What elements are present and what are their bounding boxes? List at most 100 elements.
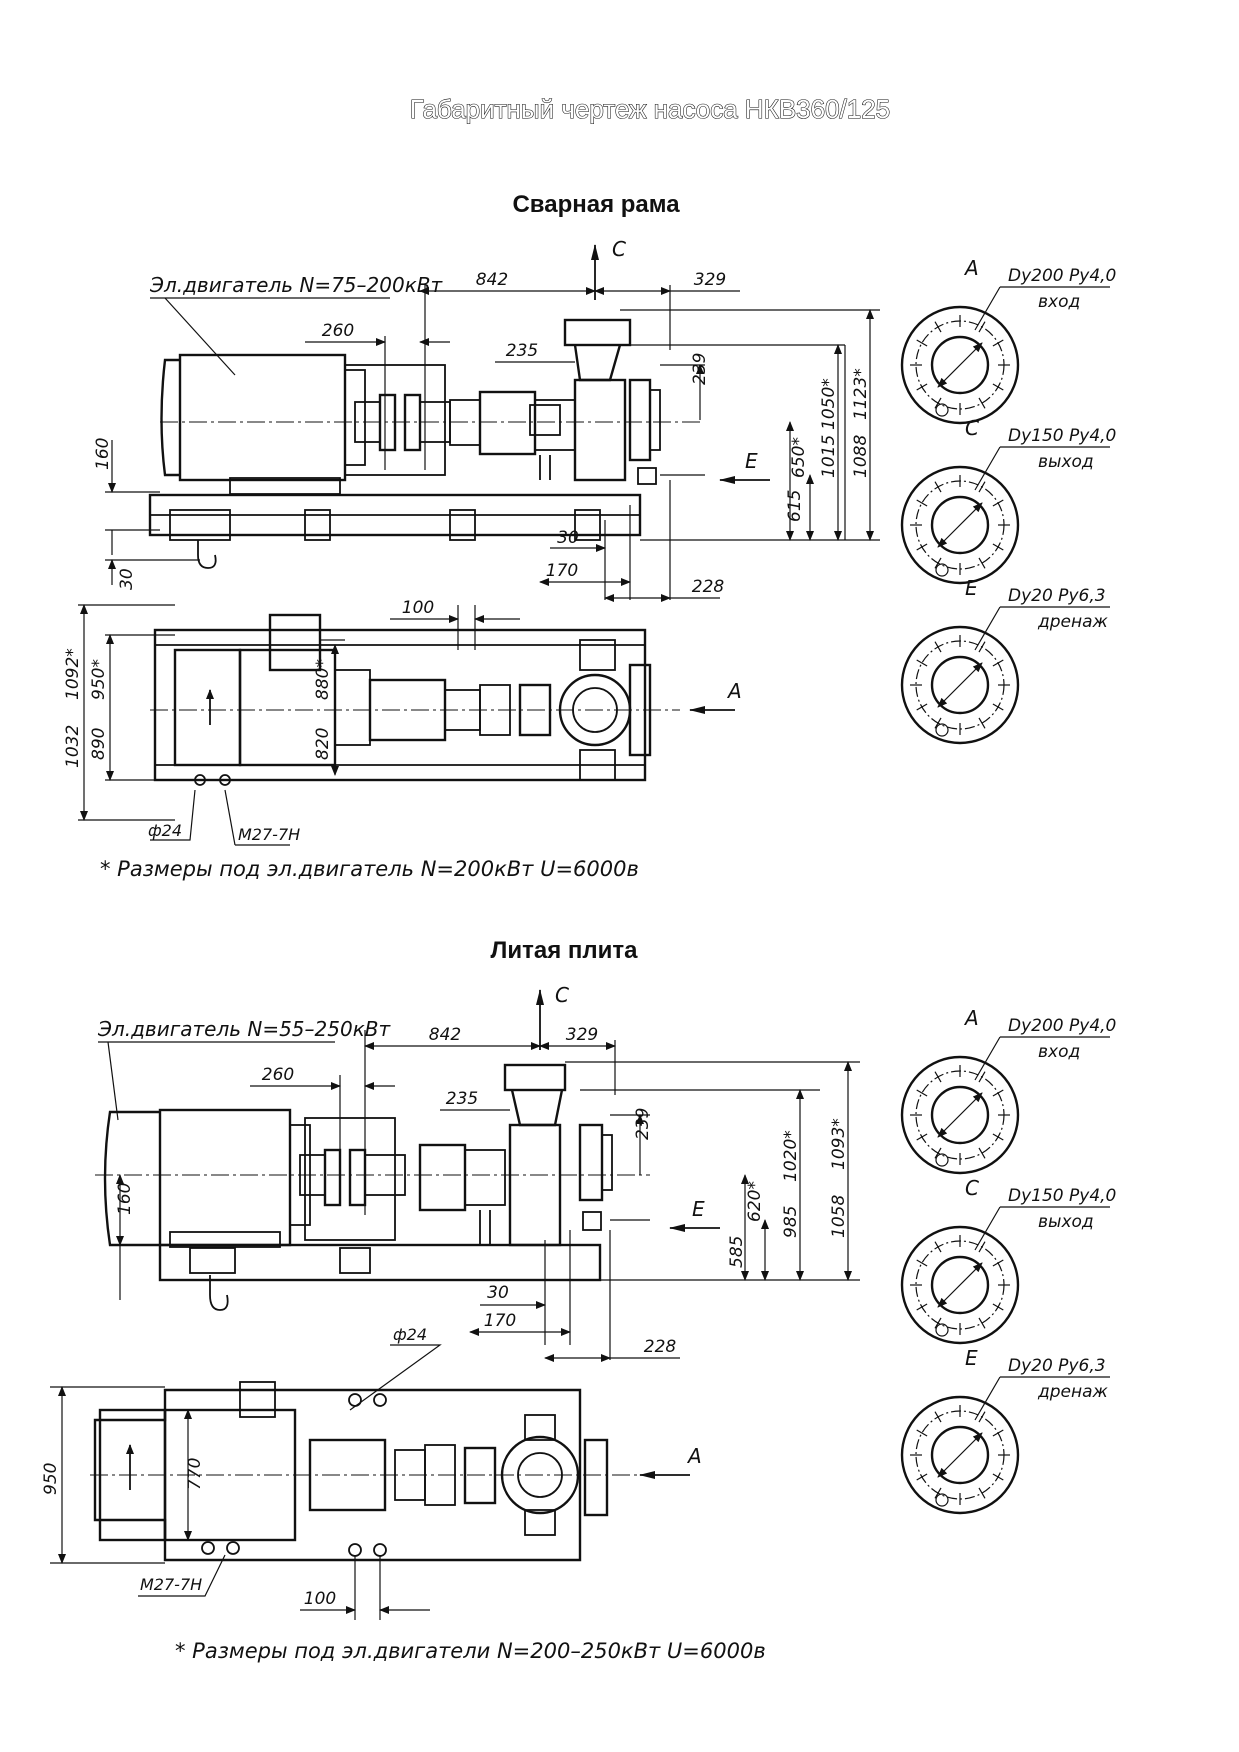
view-e-arrow-welded: E (719, 449, 770, 484)
footnote-welded: * Размеры под эл.двигатель N=200кВт U=60… (100, 857, 639, 881)
svg-text:М27-7Н: М27-7Н (140, 1575, 202, 1594)
svg-text:260: 260 (322, 321, 354, 341)
svg-text:ф24: ф24 (393, 1325, 427, 1344)
svg-text:235: 235 (446, 1089, 478, 1109)
flange-cast-c: C Dy150 Py4,0 выход (900, 1176, 1116, 1345)
svg-text:329: 329 (566, 1025, 598, 1045)
dimension-lines-cast-side: 842 329 260 235 239 160 30 170 228 (115, 1025, 860, 1362)
svg-text:239: 239 (690, 353, 710, 385)
flange-cast-a: A Dy200 Py4,0 вход (900, 1006, 1116, 1175)
svg-text:A: A (726, 679, 742, 703)
flange-welded-e: E Dy20 Py6,3 дренаж (900, 576, 1110, 745)
svg-text:1123*: 1123* (851, 368, 871, 420)
flange-letter: A (963, 1006, 979, 1030)
svg-text:1032: 1032 (63, 725, 83, 768)
flange-purpose: выход (1038, 452, 1094, 472)
svg-text:30: 30 (117, 568, 137, 590)
svg-text:170: 170 (484, 1311, 516, 1331)
svg-text:1092*: 1092* (63, 648, 83, 700)
footnote-cast: * Размеры под эл.двигатели N=200–250кВт … (175, 1639, 766, 1663)
svg-text:1093*: 1093* (829, 1118, 849, 1170)
svg-text:30: 30 (487, 1283, 509, 1303)
section-heading-cast: Литая плита (491, 937, 639, 964)
flange-spec: Dy200 Py4,0 (1008, 266, 1116, 286)
pump-side-view-cast (479, 1063, 613, 1247)
flange-purpose: вход (1038, 1042, 1080, 1062)
svg-text:228: 228 (692, 577, 725, 597)
dimension-lines-welded-plan: 100 1032 1092* 890 950* 820 880* ф24 М27… (63, 598, 520, 846)
flange-spec: Dy150 Py4,0 (1008, 1186, 1116, 1206)
svg-text:950: 950 (41, 1463, 61, 1495)
svg-text:E: E (745, 449, 758, 473)
motor-side-view-cast (103, 1108, 396, 1248)
svg-text:260: 260 (262, 1065, 294, 1085)
flange-spec: Dy20 Py6,3 (1008, 586, 1106, 606)
svg-text:C: C (612, 237, 626, 261)
motor-label-cast: Эл.двигатель N=55–250кВт (97, 1017, 392, 1041)
svg-text:239: 239 (633, 1108, 653, 1140)
dimension-lines-welded-side: 842 329 260 235 239 160 30 30 (93, 270, 880, 602)
svg-text:620*: 620* (745, 1181, 765, 1222)
flange-letter: E (965, 1346, 978, 1370)
flange-purpose: выход (1038, 1212, 1094, 1232)
svg-text:820: 820 (313, 728, 333, 760)
svg-text:842: 842 (429, 1025, 461, 1045)
svg-text:842: 842 (476, 270, 508, 290)
section-welded-frame: Сварная рама Эл.двигатель N=75–200кВт C (63, 191, 880, 881)
svg-text:100: 100 (402, 598, 434, 618)
svg-text:ф24: ф24 (148, 821, 182, 840)
svg-text:1050*: 1050* (819, 378, 839, 430)
svg-text:160: 160 (115, 1183, 135, 1215)
svg-text:880*: 880* (313, 659, 333, 700)
section-heading-welded: Сварная рама (512, 191, 680, 218)
flange-letter: C (965, 1176, 979, 1200)
svg-text:650*: 650* (789, 437, 809, 478)
svg-text:228: 228 (644, 1337, 677, 1357)
svg-text:1015: 1015 (819, 435, 839, 478)
view-a-arrow-cast: A (639, 1444, 702, 1479)
flange-purpose: вход (1038, 292, 1080, 312)
svg-text:М27-7Н: М27-7Н (238, 825, 300, 844)
svg-text:329: 329 (694, 270, 726, 290)
flange-letter: A (963, 256, 979, 280)
svg-text:890: 890 (89, 728, 109, 760)
flange-spec: Dy150 Py4,0 (1008, 426, 1116, 446)
svg-text:950*: 950* (89, 659, 109, 700)
plan-view-cast (90, 1381, 640, 1562)
pump-side-view-welded (529, 318, 661, 485)
view-c-arrow-cast: C (536, 983, 569, 1050)
flange-letter: E (965, 576, 978, 600)
section-cast-plate: Литая плита Эл.двигатель N=55–250кВт C (41, 937, 860, 1663)
svg-text:770: 770 (185, 1458, 205, 1490)
svg-text:985: 985 (781, 1206, 801, 1238)
svg-text:1058: 1058 (829, 1195, 849, 1238)
view-a-arrow-welded: A (689, 679, 742, 714)
svg-text:235: 235 (506, 341, 538, 361)
flange-purpose: дренаж (1037, 612, 1109, 632)
svg-text:30: 30 (557, 528, 579, 548)
svg-text:1020*: 1020* (781, 1130, 801, 1182)
flange-spec: Dy200 Py4,0 (1008, 1016, 1116, 1036)
coupling-side-cast (299, 1143, 506, 1212)
svg-text:615: 615 (785, 490, 805, 522)
base-plate-side-cast (158, 1243, 602, 1311)
svg-text:170: 170 (546, 561, 578, 581)
svg-text:C: C (555, 983, 569, 1007)
flange-spec: Dy20 Py6,3 (1008, 1356, 1106, 1376)
svg-text:160: 160 (93, 438, 113, 470)
coupling-side-welded (354, 390, 576, 456)
svg-text:1088: 1088 (851, 435, 871, 478)
plan-view-welded (150, 613, 680, 786)
svg-text:A: A (686, 1444, 702, 1468)
page-title: Габаритный чертеж насоса НКВ360/125 (410, 94, 890, 124)
dimension-lines-cast-plan: ф24 950 770 М27-7Н 100 (41, 1325, 442, 1620)
motor-side-view-welded (160, 353, 446, 495)
motor-label-welded: Эл.двигатель N=75–200кВт (149, 273, 444, 297)
svg-text:100: 100 (304, 1589, 336, 1609)
base-frame-side-welded (148, 493, 642, 569)
view-e-arrow-cast: E (669, 1197, 720, 1232)
